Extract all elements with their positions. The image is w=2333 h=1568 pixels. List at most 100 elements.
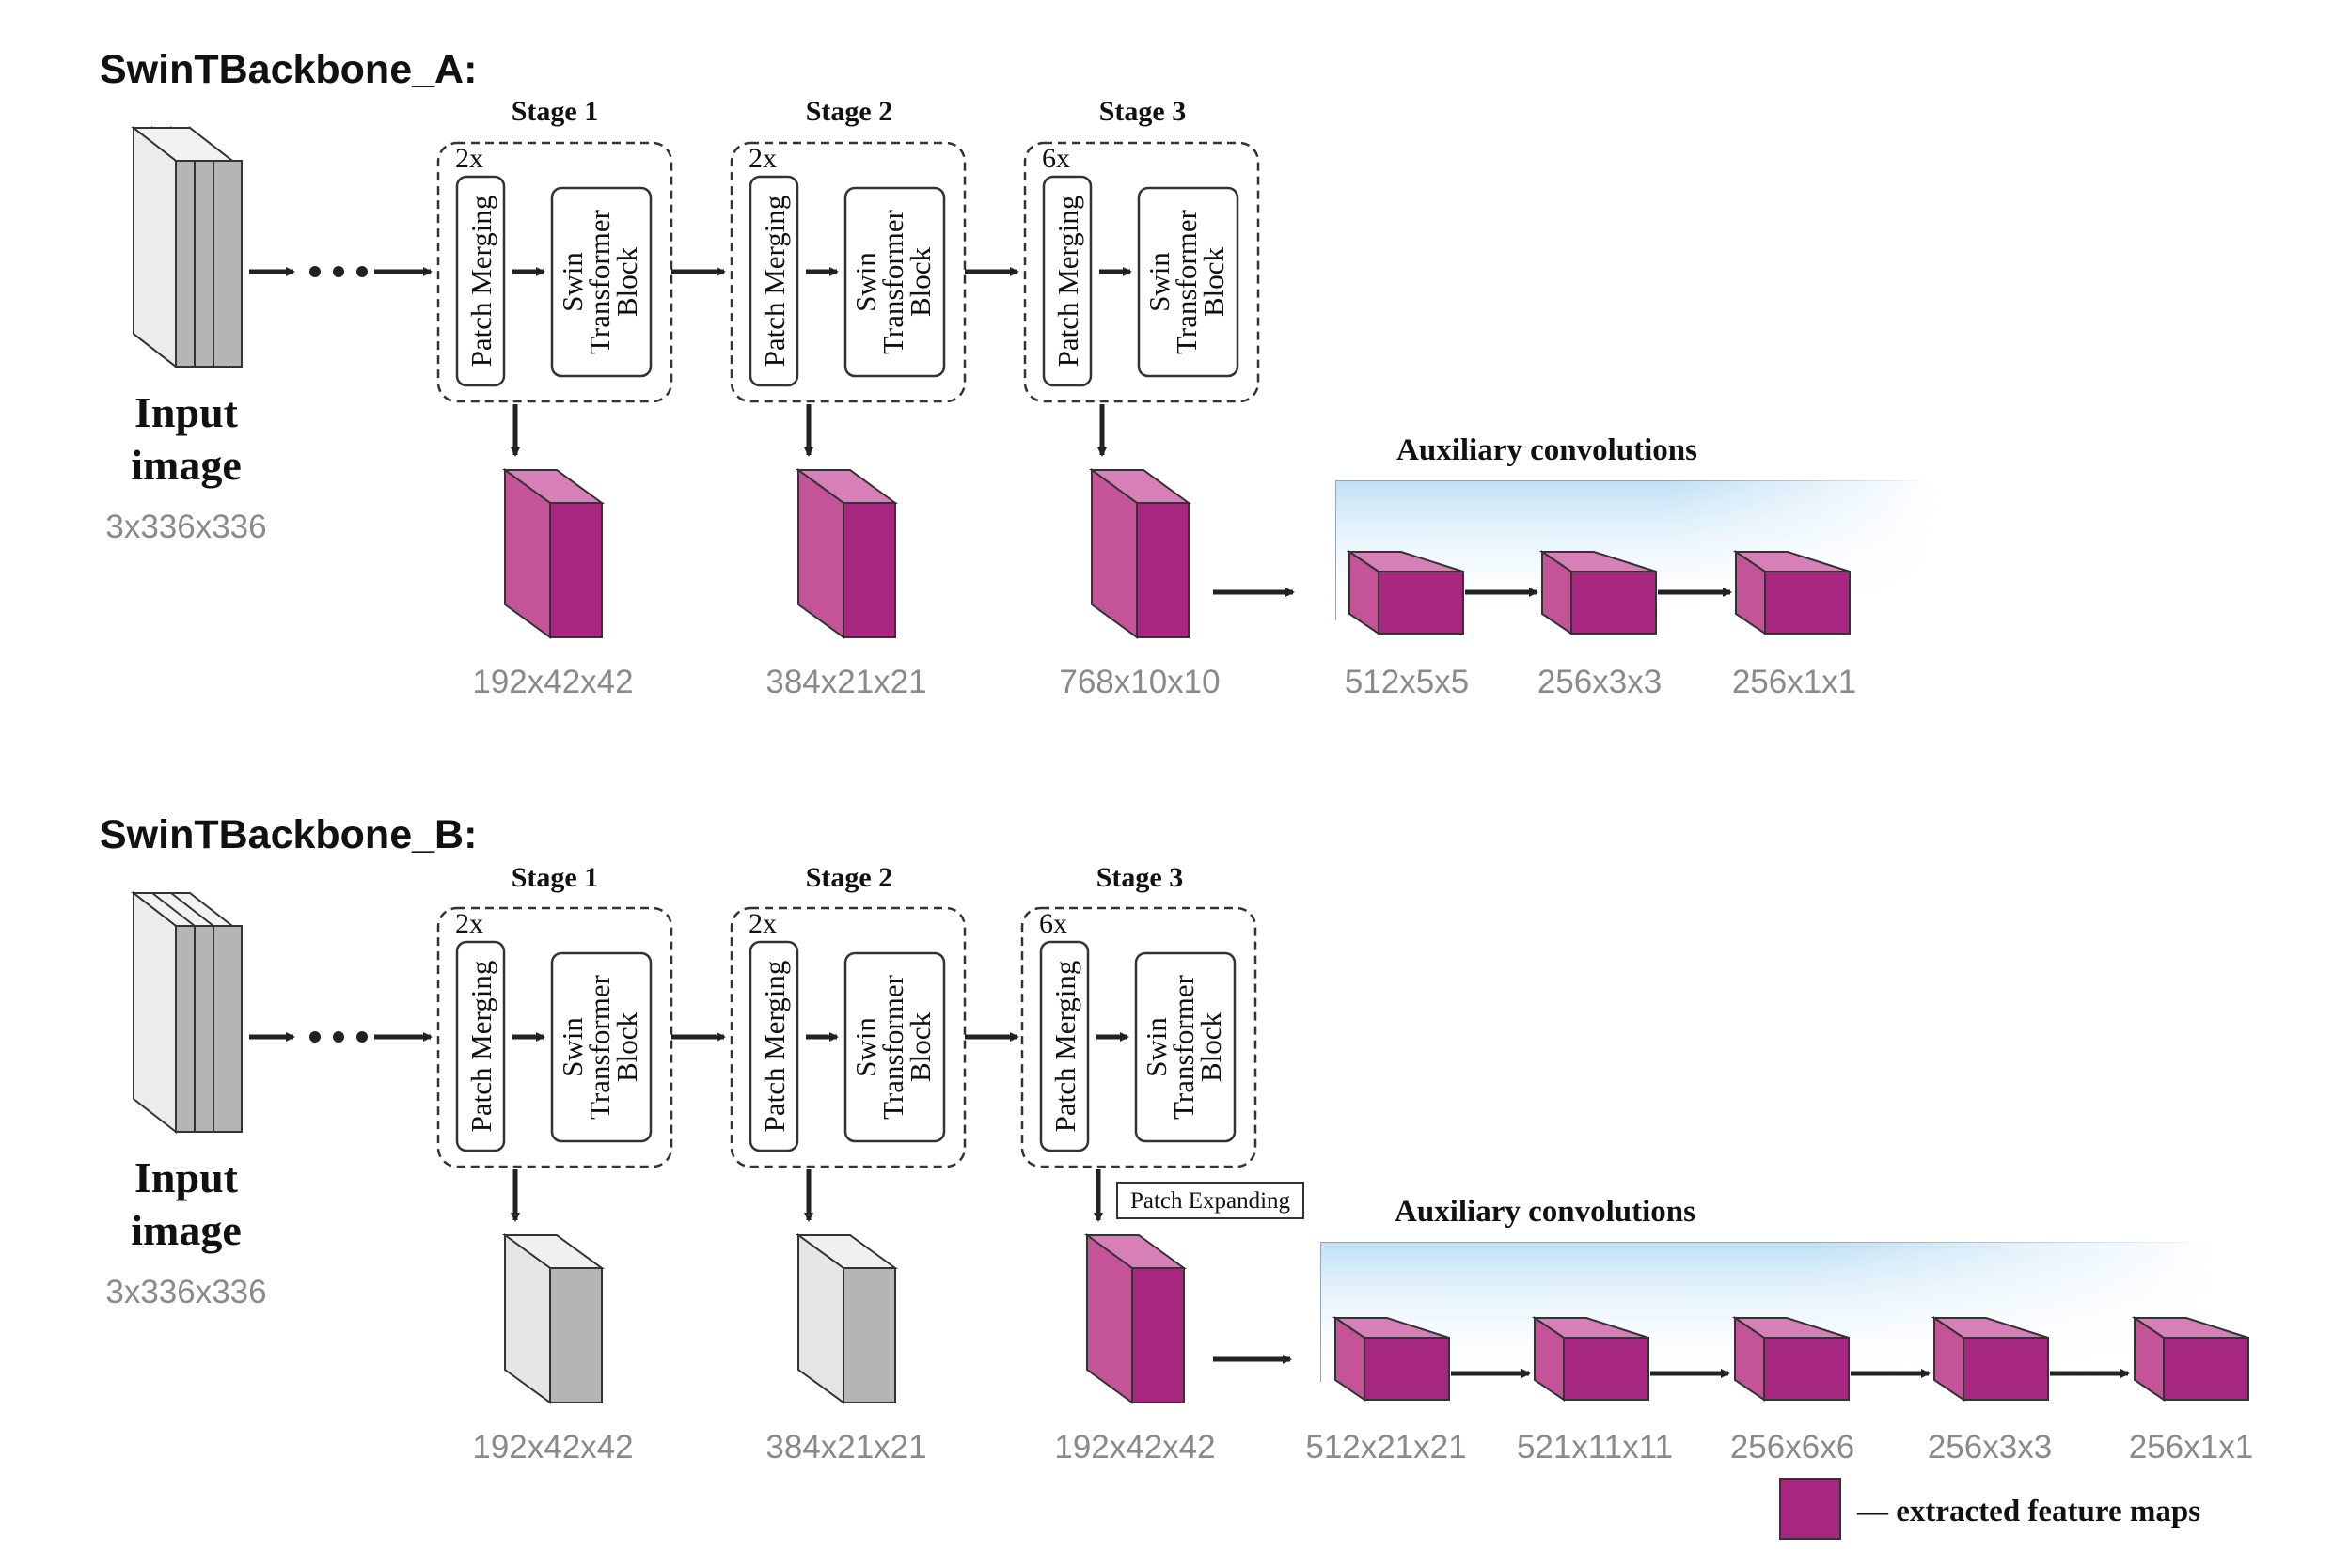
stage-2: Stage 2 2x Patch Merging Swin Transforme…: [730, 96, 967, 457]
patch-merging-block: [749, 175, 799, 387]
stage-output-dims: 192x42x42: [472, 664, 633, 700]
patch-expanding-label: Patch Expanding: [1130, 1188, 1291, 1214]
section-title: SwinTBackbone_A:: [100, 47, 477, 92]
swin-label-3: Block: [610, 1011, 643, 1082]
feature-box-icon: [1931, 1316, 2049, 1402]
patch-merging-block: [1042, 175, 1093, 387]
swin-transformer-block: [550, 186, 653, 378]
stage-3: Stage 3 6x Patch Merging Swin Transforme…: [1023, 96, 1260, 457]
legend-label: — extracted feature maps: [1856, 1495, 2200, 1529]
section-a: SwinTBackbone_A: Input image 3x336x336 S…: [100, 47, 1937, 700]
aux-output-dims: 512x21x21: [1305, 1429, 1466, 1466]
aux-output-dims: 512x5x5: [1345, 664, 1469, 700]
stage-3: Stage 3 6x Patch Merging Swin Transforme…: [1020, 862, 1257, 1222]
patch-merging-block: [455, 940, 506, 1152]
swin-transformer-block: [550, 951, 653, 1143]
swin-label-1: Swin: [556, 252, 589, 312]
stage-title: Stage 1: [512, 96, 599, 127]
feature-box-icon: [1332, 1316, 1450, 1402]
swin-label-3: Block: [904, 1011, 937, 1082]
aux-title: Auxiliary convolutions: [1396, 433, 1697, 467]
swin-transformer-block: [843, 186, 946, 378]
stage-output-dims: 192x42x42: [1054, 1429, 1215, 1466]
swin-label-3: Block: [1197, 246, 1230, 317]
input-image-stack-icon: [131, 890, 243, 1135]
input-label-line2: image: [131, 441, 242, 489]
gray-box-icon: [501, 1233, 606, 1404]
feature-box-icon: [1083, 1233, 1188, 1404]
feature-box-icon: [1538, 550, 1657, 635]
stage-title: Stage 1: [512, 862, 599, 893]
stage-frame: [436, 906, 673, 1168]
stage-frame: [730, 141, 967, 403]
repeat-count: 2x: [455, 143, 483, 174]
feature-box-icon: [795, 468, 899, 639]
input-label-line1: Input: [134, 388, 239, 436]
swin-transformer-block: [1137, 186, 1239, 378]
swin-label-1: Swin: [1143, 252, 1175, 312]
legend-swatch: [1779, 1478, 1841, 1540]
patch-merging-block: [1039, 940, 1090, 1152]
input-label-line1: Input: [134, 1153, 239, 1201]
stage-title: Stage 2: [806, 862, 893, 893]
stage-output-dims: 192x42x42: [472, 1429, 633, 1466]
swin-label-2: Transformer: [583, 209, 616, 354]
repeat-count: 6x: [1042, 143, 1070, 174]
stage-1: Stage 1 2x Patch Merging Swin Transforme…: [436, 96, 673, 457]
swin-label-2: Transformer: [1170, 209, 1203, 354]
repeat-count: 6x: [1039, 908, 1067, 939]
auxiliary-convolutions: Auxiliary convolutions 512x5x5 256x: [1334, 433, 1937, 700]
patch-merging-block: [455, 175, 506, 387]
swin-label-1: Swin: [556, 1017, 589, 1077]
stage-output-dims: 384x21x21: [765, 1429, 926, 1466]
section-title: SwinTBackbone_B:: [100, 812, 477, 857]
patch-merging-label: Patch Merging: [1051, 196, 1084, 368]
patch-merging-label: Patch Merging: [758, 196, 791, 368]
aux-title: Auxiliary convolutions: [1395, 1195, 1695, 1229]
feature-box-icon: [1346, 550, 1464, 635]
swin-label-2: Transformer: [583, 974, 616, 1120]
stage-title: Stage 3: [1099, 96, 1187, 127]
swin-label-3: Block: [1194, 1011, 1227, 1082]
swin-label-2: Transformer: [876, 974, 909, 1120]
gray-box-icon: [795, 1233, 899, 1404]
stage-frame: [730, 906, 967, 1168]
stage-frame: [436, 141, 673, 403]
patch-merging-label: Patch Merging: [465, 961, 497, 1133]
aux-output-dims: 256x1x1: [1732, 664, 1856, 700]
swin-label-3: Block: [610, 246, 643, 317]
repeat-count: 2x: [749, 143, 777, 174]
aux-output-dims: 521x11x11: [1517, 1429, 1673, 1466]
patch-expanding-label-box: Patch Expanding: [1116, 1182, 1304, 1219]
swin-transformer-block: [843, 951, 946, 1143]
patch-merging-label: Patch Merging: [465, 196, 497, 368]
feature-box-icon: [1088, 468, 1192, 639]
input-dims: 3x336x336: [105, 509, 266, 545]
swin-transformer-block: [1134, 951, 1237, 1143]
input-image-stack-icon: [131, 125, 243, 369]
ellipsis-arrow: [249, 1031, 433, 1043]
swin-label-1: Swin: [849, 1017, 882, 1077]
feature-box-icon: [1731, 1316, 1850, 1402]
swin-label-1: Swin: [849, 252, 882, 312]
swin-label-2: Transformer: [876, 209, 909, 354]
stage-title: Stage 3: [1096, 862, 1184, 893]
stage-title: Stage 2: [806, 96, 893, 127]
section-b: SwinTBackbone_B: Input image 3x336x336 S…: [100, 812, 2253, 1466]
feature-box-icon: [501, 468, 606, 639]
stage-output-dims: 384x21x21: [765, 664, 926, 700]
input-label-line2: image: [131, 1206, 242, 1254]
aux-output-dims: 256x3x3: [1537, 664, 1662, 700]
swin-label-1: Swin: [1140, 1017, 1173, 1077]
aux-output-dims: 256x3x3: [1928, 1429, 2052, 1466]
swin-label-2: Transformer: [1167, 974, 1200, 1120]
stage-frame: [1023, 141, 1260, 403]
swin-label-3: Block: [904, 246, 937, 317]
repeat-count: 2x: [749, 908, 777, 939]
feature-box-icon: [1732, 550, 1851, 635]
aux-output-dims: 256x6x6: [1730, 1429, 1854, 1466]
aux-output-dims: 256x1x1: [2129, 1429, 2253, 1466]
legend: — extracted feature maps: [1779, 1478, 2200, 1540]
stage-output-dims: 768x10x10: [1059, 664, 1220, 700]
